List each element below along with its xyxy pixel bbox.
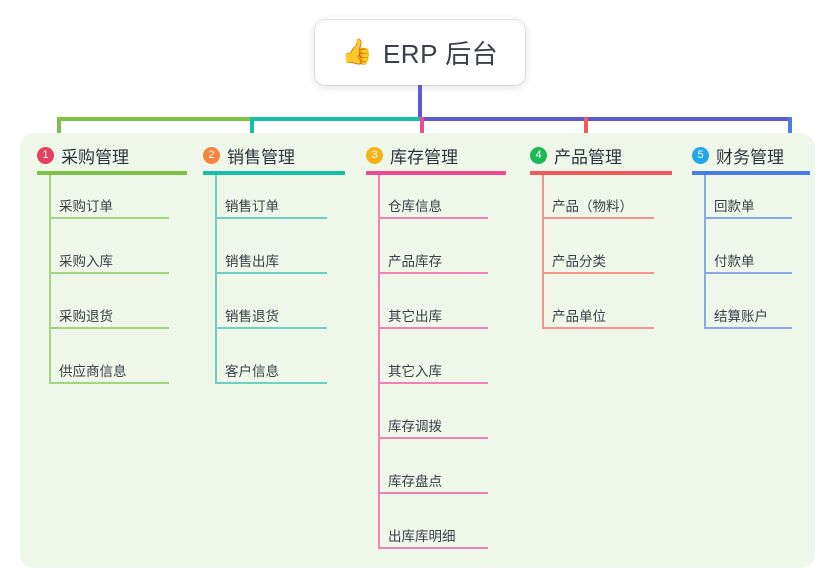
column-spine-3 <box>378 175 380 547</box>
leaf-item-label: 产品库存 <box>388 254 442 269</box>
leaf-item[interactable]: 供应商信息 <box>37 360 187 384</box>
column-title-4: 产品管理 <box>554 148 622 167</box>
leaf-item[interactable]: 回款单 <box>692 195 810 219</box>
leaf-item-rule <box>215 272 327 274</box>
column-rule-4 <box>530 171 672 175</box>
leaf-item-rule <box>378 217 488 219</box>
column-rule-1 <box>37 171 187 175</box>
leaf-item-label: 付款单 <box>714 254 755 269</box>
leaf-item-rule <box>378 547 488 549</box>
leaf-item-label: 采购订单 <box>59 199 113 214</box>
column-spine-2 <box>215 175 217 382</box>
root-node-content: 👍 ERP 后台 <box>342 34 498 71</box>
leaf-item[interactable]: 销售出库 <box>203 250 345 274</box>
leaf-item-label: 供应商信息 <box>59 364 127 379</box>
leaf-item-label: 其它出库 <box>388 309 442 324</box>
leaf-item[interactable]: 库存盘点 <box>366 470 506 494</box>
leaf-item-rule <box>378 327 488 329</box>
column-badge-2: 2 <box>203 147 220 164</box>
leaf-item-label: 结算账户 <box>714 309 768 324</box>
leaf-item-rule <box>215 327 327 329</box>
leaf-item-rule <box>704 217 792 219</box>
bus-segment-2 <box>250 117 420 121</box>
leaf-item-rule <box>378 382 488 384</box>
thumbs-up-emoji: 👍 <box>341 38 373 66</box>
leaf-item[interactable]: 仓库信息 <box>366 195 506 219</box>
leaf-item-rule <box>215 382 327 384</box>
leaf-item[interactable]: 采购退货 <box>37 305 187 329</box>
column-rule-2 <box>203 171 345 175</box>
leaf-item-label: 客户信息 <box>225 364 279 379</box>
leaf-item-rule <box>378 437 488 439</box>
column-header-2[interactable]: 2 销售管理 <box>203 143 295 168</box>
column-title-3: 库存管理 <box>390 148 458 167</box>
column-title-1: 采购管理 <box>61 148 129 167</box>
column-badge-3: 3 <box>366 147 383 164</box>
leaf-item-rule <box>378 272 488 274</box>
column-title-5: 财务管理 <box>716 148 784 167</box>
page-title: ERP 后台 <box>382 39 499 69</box>
leaf-item[interactable]: 产品分类 <box>530 250 672 274</box>
leaf-item-rule <box>49 217 169 219</box>
leaf-item[interactable]: 客户信息 <box>203 360 345 384</box>
leaf-item-rule <box>542 217 654 219</box>
leaf-item-rule <box>704 272 792 274</box>
leaf-item-label: 回款单 <box>714 199 755 214</box>
bus-segment-3 <box>420 117 790 121</box>
leaf-item-rule <box>49 382 169 384</box>
leaf-item-rule <box>49 272 169 274</box>
leaf-item-label: 销售出库 <box>225 254 279 269</box>
bus-segment-1 <box>57 117 250 121</box>
leaf-item-label: 产品（物料） <box>552 199 633 214</box>
column-spine-1 <box>49 175 51 382</box>
leaf-item-rule <box>542 327 654 329</box>
leaf-item[interactable]: 销售订单 <box>203 195 345 219</box>
leaf-item-label: 库存盘点 <box>388 474 442 489</box>
leaf-item[interactable]: 其它出库 <box>366 305 506 329</box>
column-badge-5: 5 <box>692 147 709 164</box>
leaf-item[interactable]: 出库库明细 <box>366 525 506 549</box>
column-spine-5 <box>704 175 706 327</box>
leaf-item[interactable]: 产品库存 <box>366 250 506 274</box>
column-title-2: 销售管理 <box>227 148 295 167</box>
column-header-1[interactable]: 1 采购管理 <box>37 143 129 168</box>
column-badge-4: 4 <box>530 147 547 164</box>
leaf-item-rule <box>542 272 654 274</box>
leaf-item[interactable]: 库存调拨 <box>366 415 506 439</box>
column-header-5[interactable]: 5 财务管理 <box>692 143 784 168</box>
leaf-item-rule <box>49 327 169 329</box>
column-rule-5 <box>692 171 810 175</box>
leaf-item-label: 采购入库 <box>59 254 113 269</box>
leaf-item-label: 产品单位 <box>552 309 606 324</box>
leaf-item-label: 库存调拨 <box>388 419 442 434</box>
leaf-item-rule <box>378 492 488 494</box>
leaf-item[interactable]: 结算账户 <box>692 305 810 329</box>
column-header-3[interactable]: 3 库存管理 <box>366 143 458 168</box>
leaf-item[interactable]: 产品单位 <box>530 305 672 329</box>
leaf-item[interactable]: 采购入库 <box>37 250 187 274</box>
diagram-panel: 1 采购管理采购订单采购入库采购退货供应商信息 2 销售管理销售订单销售出库销售退货客… <box>20 133 815 568</box>
leaf-item-label: 销售订单 <box>225 199 279 214</box>
leaf-item-label: 其它入库 <box>388 364 442 379</box>
leaf-item-label: 采购退货 <box>59 309 113 324</box>
column-spine-4 <box>542 175 544 327</box>
leaf-item-label: 产品分类 <box>552 254 606 269</box>
leaf-item-rule <box>215 217 327 219</box>
leaf-item[interactable]: 采购订单 <box>37 195 187 219</box>
leaf-item[interactable]: 产品（物料） <box>530 195 672 219</box>
leaf-item-label: 仓库信息 <box>388 199 442 214</box>
leaf-item-rule <box>704 327 792 329</box>
leaf-item[interactable]: 销售退货 <box>203 305 345 329</box>
leaf-item-label: 销售退货 <box>225 309 279 324</box>
leaf-item-label: 出库库明细 <box>388 529 456 544</box>
column-badge-1: 1 <box>37 147 54 164</box>
column-rule-3 <box>366 171 506 175</box>
root-node-card[interactable]: 👍 ERP 后台 <box>315 20 525 85</box>
leaf-item[interactable]: 其它入库 <box>366 360 506 384</box>
root-stem-connector <box>418 85 422 119</box>
leaf-item[interactable]: 付款单 <box>692 250 810 274</box>
column-header-4[interactable]: 4 产品管理 <box>530 143 622 168</box>
